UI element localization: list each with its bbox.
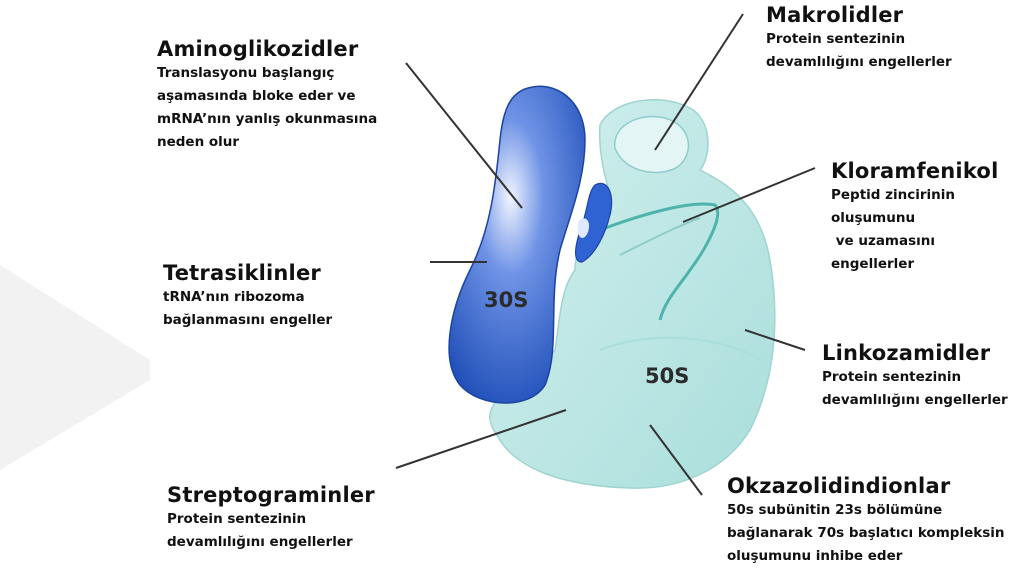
annotation-description: Protein sentezinin devamlılığını engelle… bbox=[822, 366, 1008, 412]
desc-line: mRNA’nın yanlış okunmasına bbox=[157, 108, 377, 131]
desc-line: 50s subünitin 23s bölümüne bbox=[727, 499, 1004, 522]
desc-line: Protein sentezinin bbox=[822, 366, 1008, 389]
annotation-title: Kloramfenikol bbox=[831, 158, 998, 184]
desc-line: Peptid zincirinin bbox=[831, 184, 998, 207]
label-50s: 50S bbox=[645, 364, 689, 388]
desc-line: Translasyonu başlangıç bbox=[157, 62, 377, 85]
desc-line: neden olur bbox=[157, 131, 377, 154]
desc-line: tRNA’nın ribozoma bbox=[163, 286, 332, 309]
annotation-description: tRNA’nın ribozoma bağlanmasını engeller bbox=[163, 286, 332, 332]
annotation-title: Makrolidler bbox=[766, 2, 952, 28]
annotation-kloramfenikol: Kloramfenikol Peptid zincirinin oluşumun… bbox=[831, 158, 998, 276]
label-30s: 30S bbox=[484, 288, 528, 312]
desc-line: Protein sentezinin bbox=[167, 508, 375, 531]
desc-line: bağlanarak 70s başlatıcı kompleksin bbox=[727, 522, 1004, 545]
annotation-okzazolidindionlar: Okzazolidindionlar 50s subünitin 23s böl… bbox=[727, 473, 1004, 568]
desc-line: Protein sentezinin bbox=[766, 28, 952, 51]
desc-line: aşamasında bloke eder ve bbox=[157, 85, 377, 108]
annotation-title: Linkozamidler bbox=[822, 340, 1008, 366]
annotation-aminoglikozidler: Aminoglikozidler Translasyonu başlangıç … bbox=[157, 36, 377, 154]
annotation-title: Okzazolidindionlar bbox=[727, 473, 1004, 499]
desc-line: ve uzamasını bbox=[831, 230, 998, 253]
annotation-streptograminler: Streptograminler Protein sentezinin deva… bbox=[167, 482, 375, 554]
annotation-tetrasiklinler: Tetrasiklinler tRNA’nın ribozoma bağlanm… bbox=[163, 260, 332, 332]
annotation-description: Peptid zincirinin oluşumunu ve uzamasını… bbox=[831, 184, 998, 276]
annotation-description: Protein sentezinin devamlılığını engelle… bbox=[766, 28, 952, 74]
annotation-description: 50s subünitin 23s bölümüne bağlanarak 70… bbox=[727, 499, 1004, 568]
desc-line: oluşumunu bbox=[831, 207, 998, 230]
desc-line: bağlanmasını engeller bbox=[163, 309, 332, 332]
desc-line: engellerler bbox=[831, 253, 998, 276]
annotation-makrolidler: Makrolidler Protein sentezinin devamlılı… bbox=[766, 2, 952, 74]
annotation-linkozamidler: Linkozamidler Protein sentezinin devamlı… bbox=[822, 340, 1008, 412]
desc-line: devamlılığını engellerler bbox=[167, 531, 375, 554]
annotation-description: Translasyonu başlangıç aşamasında bloke … bbox=[157, 62, 377, 154]
desc-line: oluşumunu inhibe eder bbox=[727, 545, 1004, 568]
annotation-title: Tetrasiklinler bbox=[163, 260, 332, 286]
annotation-title: Streptograminler bbox=[167, 482, 375, 508]
desc-line: devamlılığını engellerler bbox=[766, 51, 952, 74]
annotation-description: Protein sentezinin devamlılığını engelle… bbox=[167, 508, 375, 554]
annotation-title: Aminoglikozidler bbox=[157, 36, 377, 62]
desc-line: devamlılığını engellerler bbox=[822, 389, 1008, 412]
